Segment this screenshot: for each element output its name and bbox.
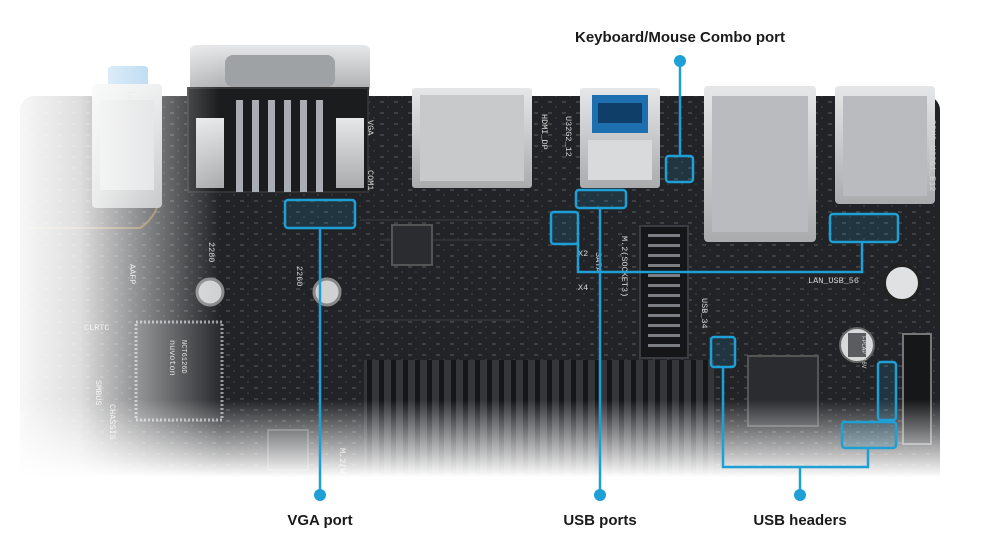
highlight-vga (283, 198, 357, 230)
standoff-2260 (312, 277, 342, 307)
silk-lan-usb-56: LAN_USB_56 (808, 276, 859, 286)
silk-u32g2-12: U32G2_12 (563, 116, 573, 157)
lotes-text: LOTES (125, 91, 135, 117)
highlight-usb-left (549, 210, 580, 246)
silk-aafp: AAFP (127, 264, 137, 284)
super-io-chip: nuvoton NCT6126D (134, 320, 224, 422)
label-vga-port: VGA port (287, 512, 353, 529)
silk-usb-34: USB_34 (699, 298, 709, 329)
capacitor (839, 327, 875, 363)
nuvoton-text: nuvoton (167, 340, 177, 376)
audio-jack: LOTES (92, 66, 162, 208)
silk-m2wifi: M.2(W (337, 448, 347, 474)
dot-usb-headers (794, 489, 806, 501)
front-panel-header (902, 333, 932, 445)
silk-x2: X2 (578, 249, 588, 259)
highlight-usb34 (709, 335, 737, 369)
dot-vga (314, 489, 326, 501)
silk-clrtc: CLRTC (84, 323, 110, 333)
silk-cap: FPCAP 16V (860, 336, 867, 369)
m2-slot (639, 225, 689, 359)
silk-com1: COM1 (365, 170, 375, 190)
label-usb-ports: USB ports (563, 512, 637, 529)
lan-jack-right (835, 86, 935, 204)
silk-chassis: CHASSIS (107, 404, 117, 440)
chip-usb-hub (747, 355, 819, 427)
silk-sata: SATA (593, 252, 603, 273)
silk-2280: 2280 (206, 242, 216, 262)
silk-vga: VGA (365, 120, 375, 136)
lan-jack-left (704, 86, 816, 242)
silk-x4: X4 (578, 283, 588, 293)
usb-stack-connector (580, 88, 660, 188)
leader-lines (318, 62, 870, 494)
highlight-header-bottom (840, 420, 898, 450)
dot-kb-mouse (674, 55, 686, 67)
label-usb-headers: USB headers (753, 512, 847, 529)
heatsink (364, 360, 714, 510)
standoff-2280 (195, 277, 225, 307)
silk-m2-socket3: M.2(SOCKET3) (619, 236, 629, 297)
chip-bottom (267, 429, 309, 471)
highlight-kb-mouse (664, 154, 695, 184)
dot-usb-ports (594, 489, 606, 501)
silk-smbus: SMBUS (93, 380, 103, 406)
leader-usb-headers (721, 367, 870, 469)
highlight-lan-usb (828, 212, 900, 244)
silk-u32g1-e12: RRMS_U32G1_E12 (927, 120, 937, 191)
leader-usb-ports-branch (576, 242, 864, 274)
silk-hdmi-dp: HDMI_DP (539, 114, 549, 150)
mounting-hole (882, 263, 922, 303)
label-keyboard-mouse-port: Keyboard/Mouse Combo port (574, 29, 786, 46)
callout-dots (314, 55, 806, 501)
highlight-usb-header-top (574, 188, 628, 210)
vga-connector (187, 45, 370, 193)
hdmi-dp-connector (412, 88, 532, 188)
nct-text: NCT6126D (179, 340, 187, 374)
silk-2260: 2260 (294, 266, 304, 286)
highlight-header-right (876, 360, 898, 422)
chip-small (391, 224, 433, 266)
